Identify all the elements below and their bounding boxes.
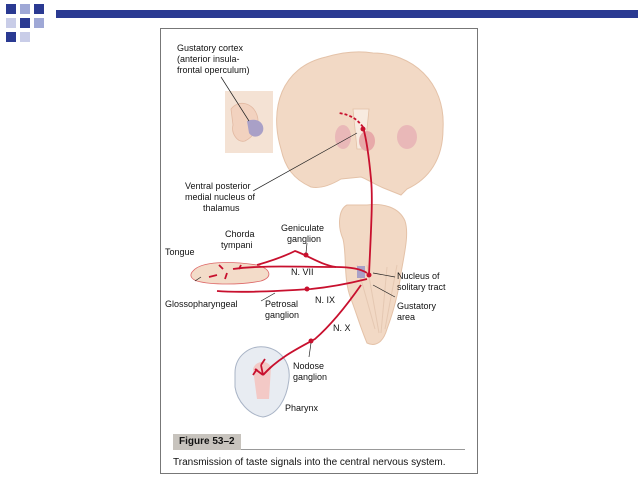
deco-square [6, 4, 16, 14]
tongue [190, 262, 270, 285]
nerve-ix [216, 278, 368, 293]
label-petrosal-ganglion: Petrosal ganglion [265, 299, 301, 320]
label-gustatory-area: Gustatory area [397, 301, 439, 322]
ganglia [303, 126, 372, 344]
deco-square [20, 18, 30, 28]
deco-square [34, 4, 44, 14]
caption-divider [241, 449, 465, 450]
solitary-node [366, 272, 372, 278]
header-bar [56, 10, 638, 18]
basal-ganglia-right [397, 125, 417, 149]
figure-panel: Gustatory cortex (anterior insula- front… [160, 28, 478, 474]
label-pharynx: Pharynx [285, 403, 319, 413]
gustatory-cortex-highlight [247, 119, 264, 137]
chorda-tympani [256, 250, 337, 268]
petrosal-ganglion-node [304, 286, 310, 292]
label-glossopharyngeal: Glossopharyngeal [165, 299, 238, 309]
label-n7: N. VII [291, 267, 314, 277]
basal-ganglia-left [335, 125, 351, 149]
taste-pathway-diagram: Gustatory cortex (anterior insula- front… [165, 43, 446, 418]
figure-label: Figure 53–2 [173, 434, 241, 450]
label-tongue: Tongue [165, 247, 195, 257]
brainstem [339, 204, 408, 345]
label-nucleus-solitary-tract: Nucleus of solitary tract [397, 271, 446, 292]
label-nodose-ganglion: Nodose ganglion [293, 361, 327, 382]
deco-square [34, 18, 44, 28]
nerve-vii [232, 265, 368, 274]
thalamus-node [360, 126, 366, 132]
tongue-branches [208, 264, 242, 280]
deco-square [20, 32, 30, 42]
ascending-tract [362, 126, 373, 276]
label-chorda-tympani: Chorda tympani [221, 229, 257, 250]
deco-square [6, 32, 16, 42]
pharynx-branches [252, 358, 272, 376]
label-n10: N. X [333, 323, 351, 333]
brainstem-ridges [356, 264, 398, 334]
solitary-nucleus-highlight [357, 266, 365, 278]
leader-lines [194, 76, 396, 358]
nodose-ganglion-node [308, 338, 314, 344]
label-vpm-thalamus: Ventral posterior medial nucleus of thal… [185, 181, 258, 213]
deco-square [6, 18, 16, 28]
nerve-pathways [208, 112, 373, 376]
geniculate-ganglion-node [303, 252, 309, 258]
label-geniculate-ganglion: Geniculate ganglion [281, 223, 327, 244]
label-n9: N. IX [315, 295, 335, 305]
nerve-x [262, 284, 362, 376]
thalamocortical-tract [338, 112, 364, 128]
deco-square [20, 4, 30, 14]
figure-caption: Transmission of taste signals into the c… [173, 457, 446, 468]
label-gustatory-cortex: Gustatory cortex (anterior insula- front… [177, 43, 250, 75]
